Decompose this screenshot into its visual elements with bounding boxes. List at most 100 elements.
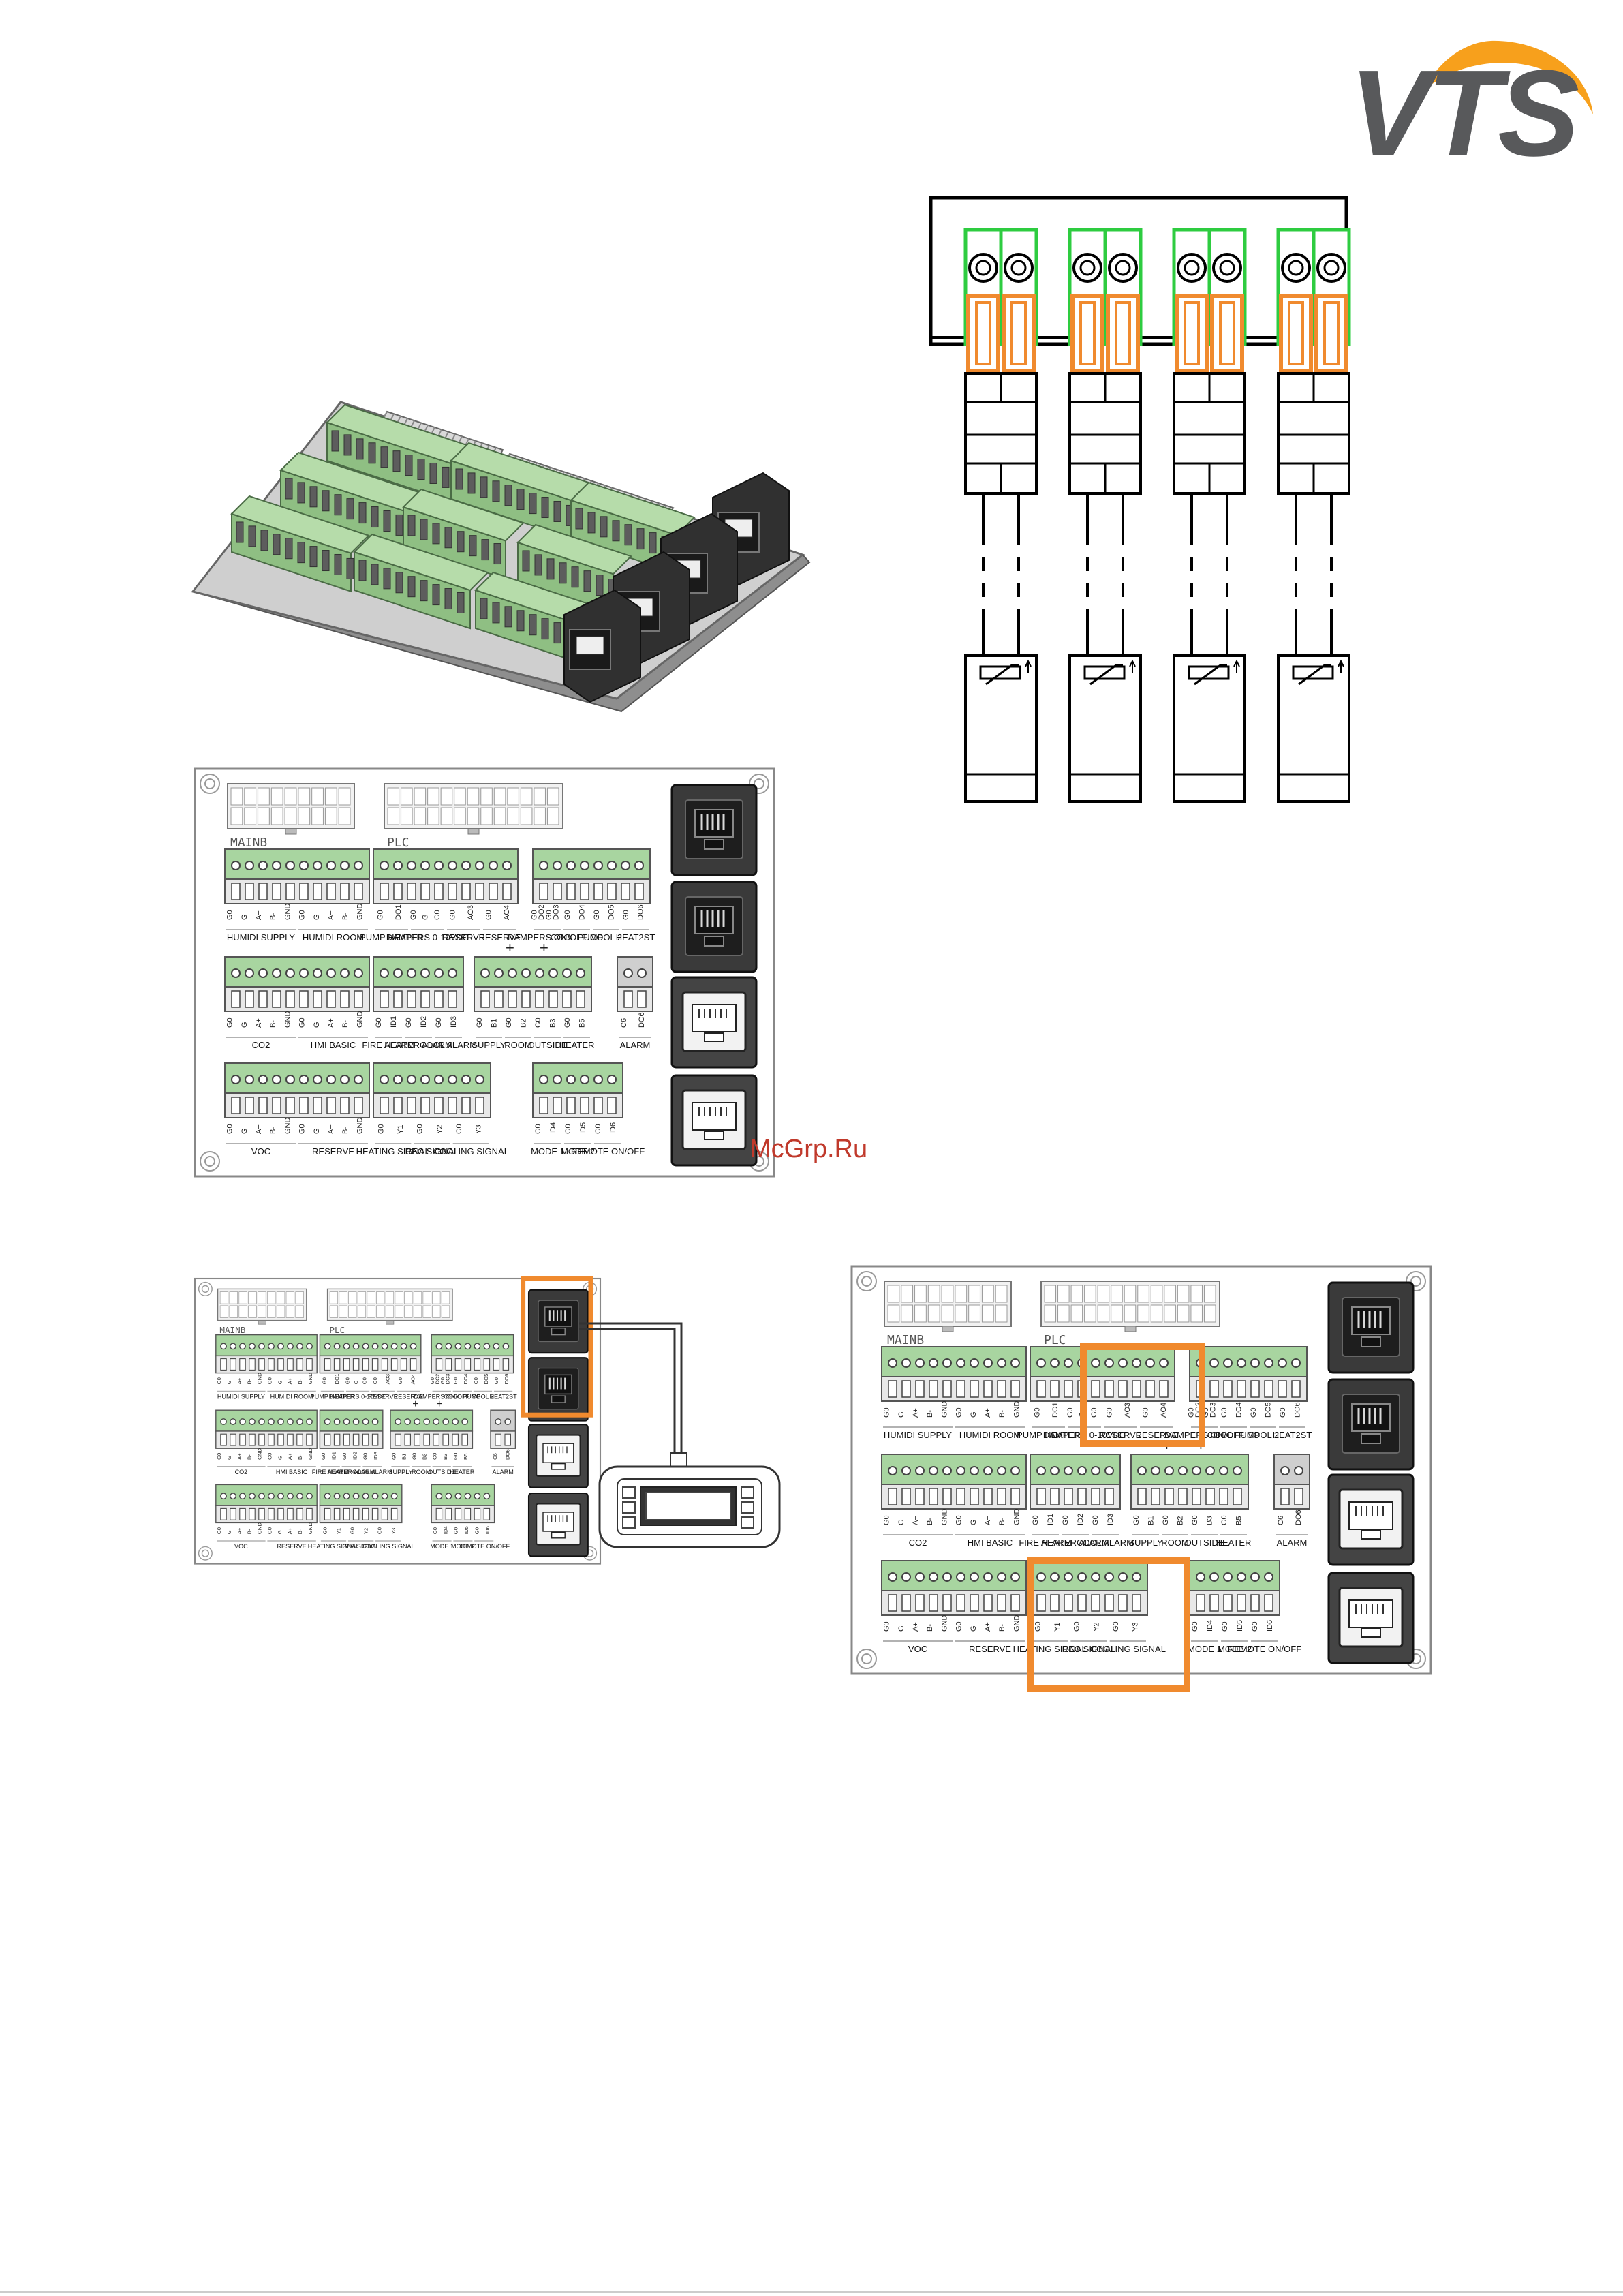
connector-label: REMOTE ON/OFF	[1228, 1644, 1301, 1654]
terminal-screw	[1278, 1358, 1287, 1368]
vts-logo: VTS	[1349, 40, 1593, 182]
pin-label: G0	[883, 1515, 891, 1525]
pin-label: GND	[257, 1522, 263, 1535]
terminal-screw	[1294, 1466, 1303, 1475]
terminal-screw	[277, 1493, 284, 1500]
sensor-box	[964, 654, 1038, 803]
terminal-screw	[340, 861, 350, 870]
header-label-mainb: MAINB	[230, 836, 267, 850]
terminal-screw	[380, 861, 389, 870]
terminal-screw	[454, 1343, 462, 1350]
connector-label: FIRE ALARM	[1019, 1537, 1071, 1548]
connector-label: RESERVE	[969, 1644, 1011, 1654]
terminal-connector	[390, 1409, 474, 1432]
pin-label: A+	[984, 1408, 992, 1418]
pin-label: B-	[269, 913, 277, 920]
terminal-screw	[483, 1343, 491, 1350]
pin-label: G0	[1221, 1621, 1229, 1632]
pin-label: G0	[493, 1377, 499, 1384]
connector-label: CO2	[252, 1040, 270, 1050]
terminal-screw	[1118, 1358, 1128, 1368]
pin-label: G0	[955, 1515, 963, 1525]
pin-label: ID6	[1266, 1620, 1274, 1632]
terminal-screw	[343, 1418, 350, 1425]
connector-label: SUPPLY	[472, 1040, 506, 1050]
connector-label: FIRE ALARM	[312, 1469, 349, 1475]
pin-label: GND	[940, 1509, 948, 1526]
pin-label: B-	[341, 1127, 350, 1134]
connector-label: SUPPLY	[388, 1469, 412, 1475]
pin-label: G0	[216, 1453, 222, 1460]
highlight-frame	[1080, 1343, 1205, 1447]
terminal-screw	[623, 968, 633, 978]
rj45-jack	[527, 1424, 589, 1488]
terminal-screw	[393, 1075, 403, 1084]
connector-label: ROOM	[1161, 1537, 1188, 1548]
pin-label: G0	[350, 1527, 356, 1534]
terminal-screw	[475, 1075, 484, 1084]
connector-label: CO2	[235, 1469, 248, 1475]
terminal-screw	[245, 1075, 254, 1084]
pin-label: B3	[1205, 1516, 1214, 1525]
terminal-screw	[434, 861, 444, 870]
terminal-screw	[299, 1075, 309, 1084]
rj45-jack	[527, 1289, 589, 1354]
pin-label: G0	[409, 910, 418, 920]
pin-label: Y1	[336, 1528, 342, 1534]
terminal-screw	[566, 861, 576, 870]
terminal-screw	[299, 861, 309, 870]
pin-label: G0	[320, 1453, 326, 1460]
wire-clamp-inner	[1079, 301, 1096, 365]
terminal-screw	[407, 861, 416, 870]
pin-label: G0	[361, 1377, 367, 1384]
pin-label: A+	[236, 1527, 243, 1534]
terminal-screw	[258, 1493, 265, 1500]
terminal-screw	[287, 1493, 294, 1500]
terminal-screw	[249, 1343, 256, 1350]
terminal-screw	[1050, 1466, 1060, 1475]
pin-label: G0	[432, 1527, 438, 1534]
terminal-screw	[326, 968, 336, 978]
thermistor-icon	[1194, 664, 1227, 686]
pin-label: G0	[1251, 1621, 1259, 1632]
terminal-screw	[956, 1572, 965, 1582]
terminal-screw	[249, 1418, 256, 1425]
connector-label: COOLING SIGNAL	[1090, 1644, 1166, 1654]
terminal-screw	[1151, 1466, 1160, 1475]
pin-label: G0	[534, 1124, 542, 1134]
terminal-screw	[915, 1572, 925, 1582]
terminal-screw	[306, 1493, 313, 1500]
connector-label: COOL ALARM	[1077, 1537, 1134, 1548]
pin-label: G0	[429, 1377, 435, 1384]
connector-label: PUMP HEATER	[1017, 1430, 1080, 1440]
terminal-screw	[434, 968, 444, 978]
pin-label: G0	[474, 1527, 480, 1534]
pin-label: B-	[926, 1518, 934, 1525]
terminal-screw	[230, 1418, 236, 1425]
terminal-screw	[970, 1466, 979, 1475]
terminal-screw	[997, 1358, 1006, 1368]
sensor-circuit-4	[1276, 228, 1351, 803]
connector-label: DAMPERS ON/OFF	[414, 1393, 469, 1400]
pin-label: B2	[422, 1454, 428, 1460]
terminal-screw	[230, 1493, 236, 1500]
connector-label: HEAT2ST	[1273, 1430, 1312, 1440]
pin-label: G0	[435, 1017, 443, 1028]
wire-clamp-inner	[1184, 301, 1200, 365]
pin-label: G0	[530, 910, 538, 920]
pin-label: GND	[307, 1448, 313, 1460]
terminal-screw	[340, 968, 350, 978]
pin-label: G0	[405, 1017, 413, 1028]
pin-label: G0	[362, 1453, 369, 1460]
thermistor-icon	[1298, 664, 1331, 686]
terminal-connector	[490, 1409, 516, 1432]
terminal-screw	[1145, 1358, 1155, 1368]
plus-symbol: +	[540, 939, 548, 956]
terminal-screw	[1064, 1466, 1073, 1475]
logo-arc	[1424, 40, 1593, 114]
terminal-connector	[474, 956, 592, 988]
connector-label: COOL PUMP	[551, 932, 604, 943]
terminal-screw	[539, 861, 548, 870]
terminal-screw	[956, 1466, 965, 1475]
